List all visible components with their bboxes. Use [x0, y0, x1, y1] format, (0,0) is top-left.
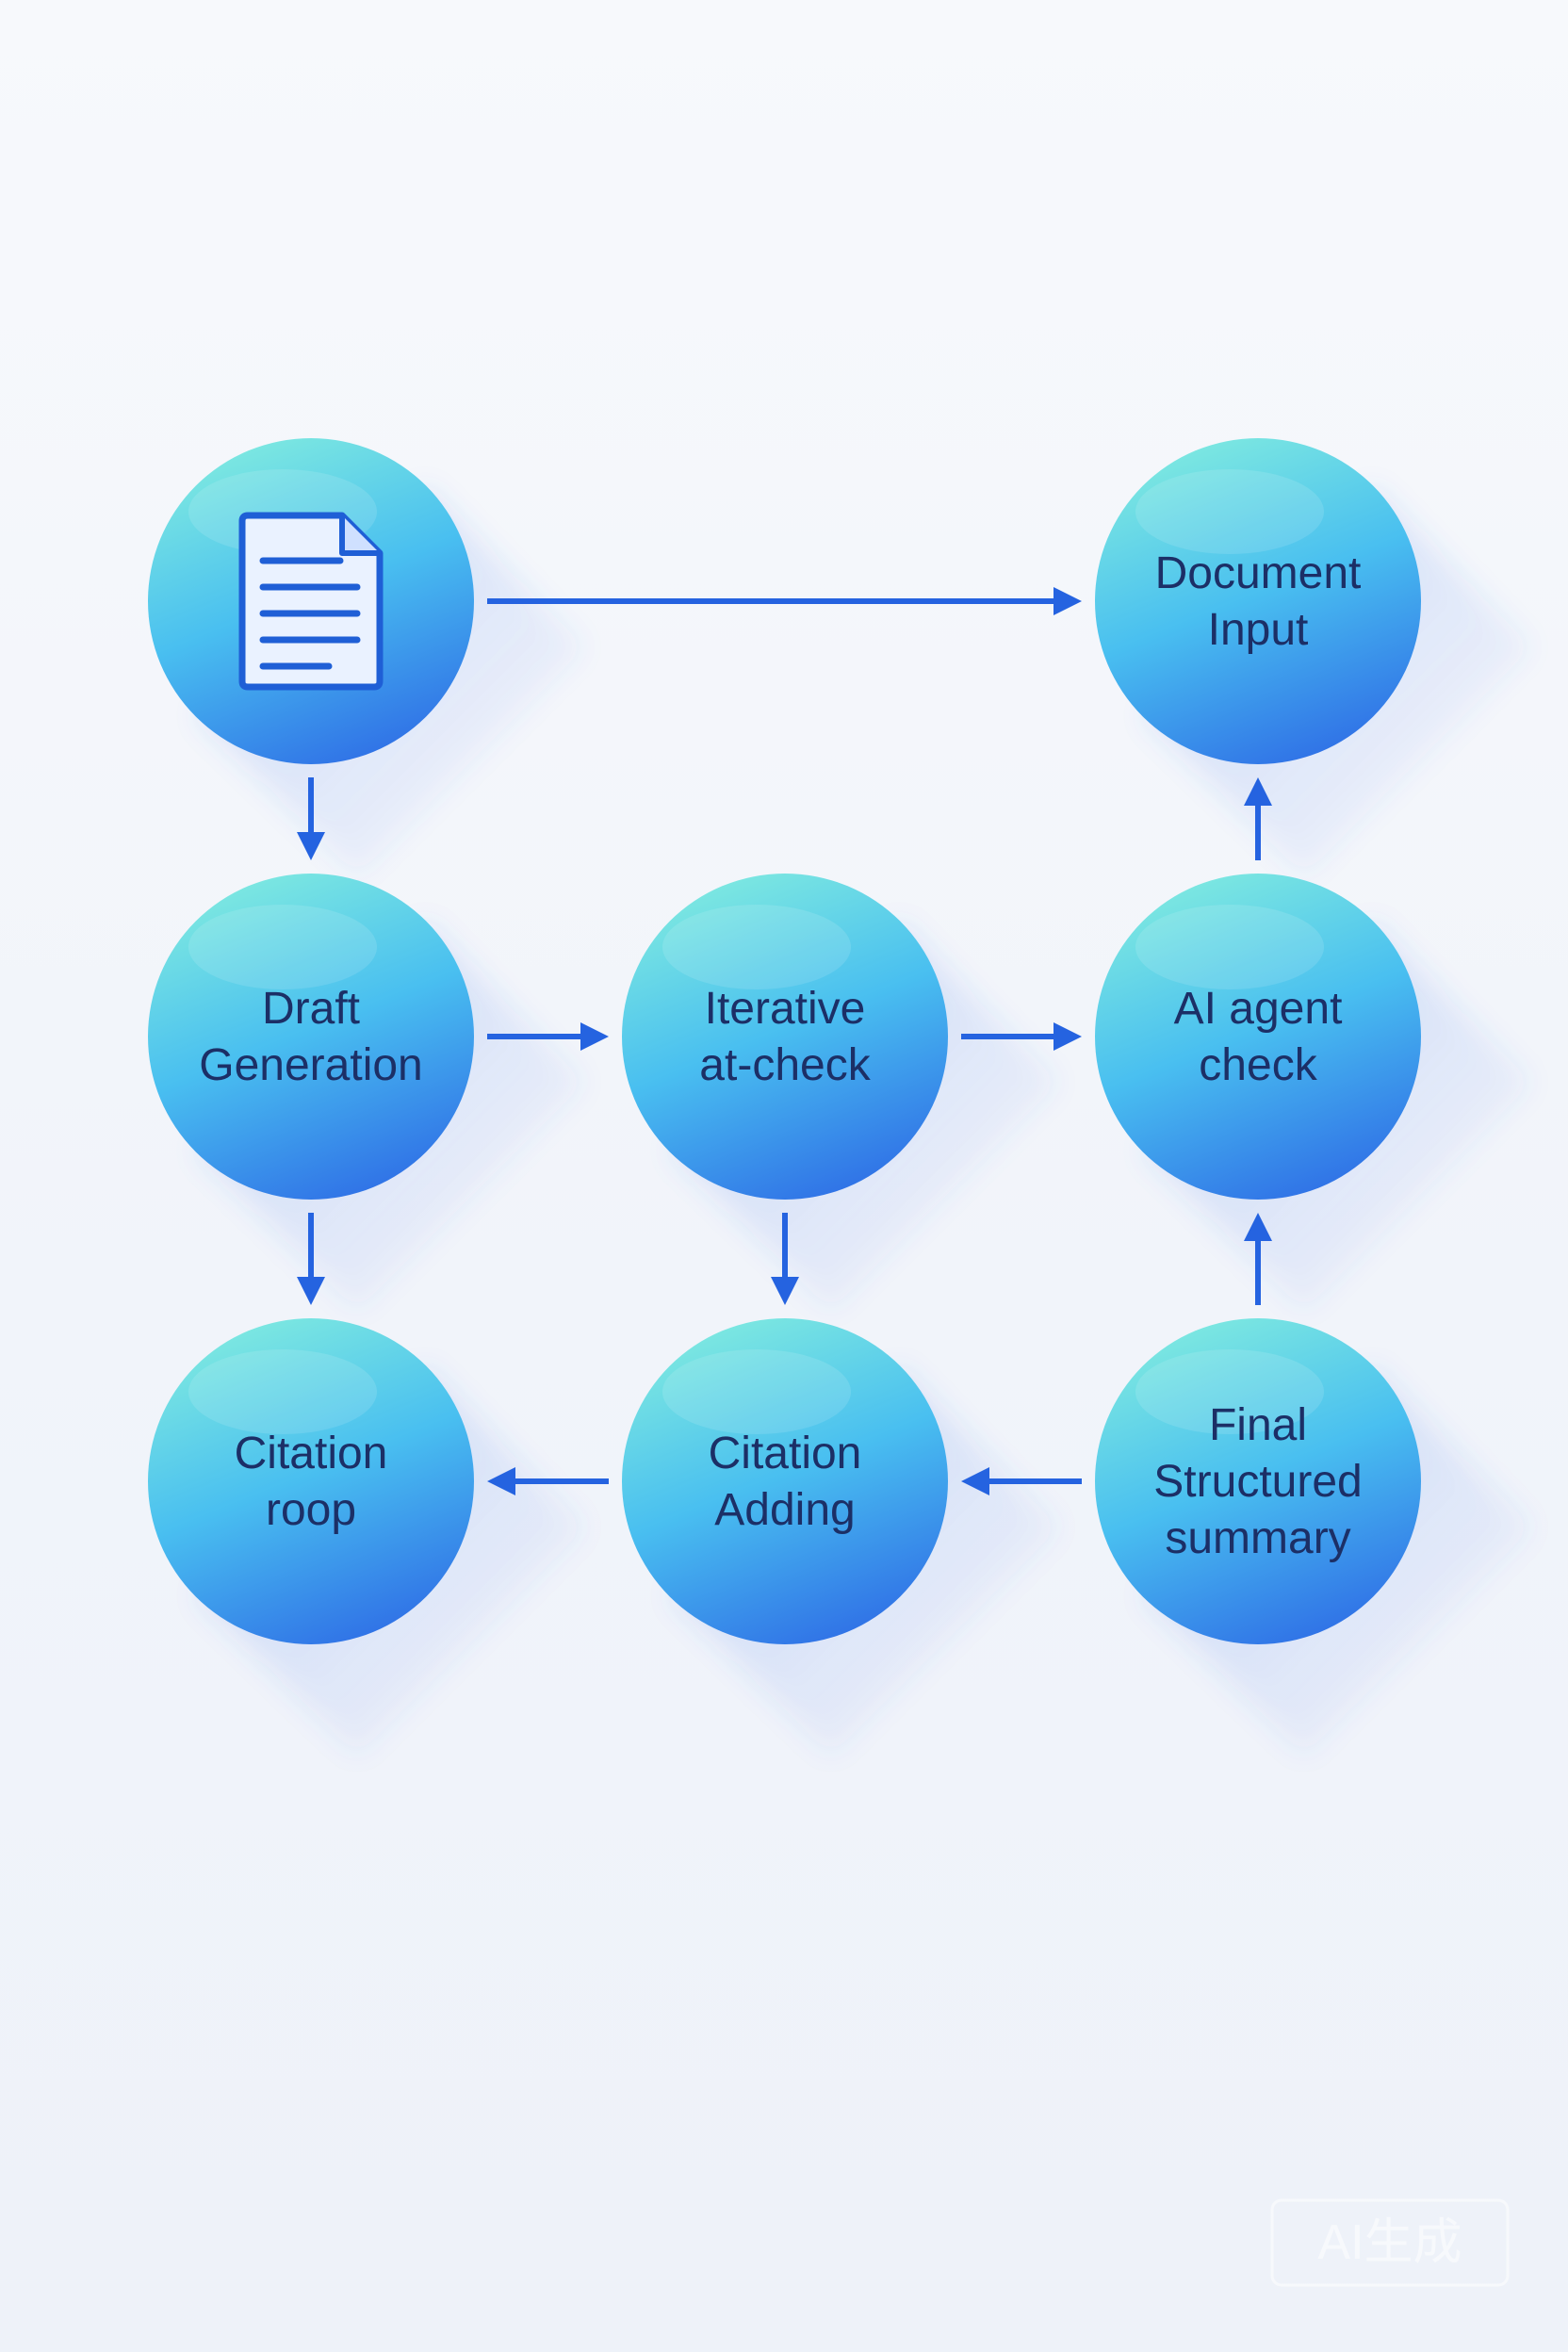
document-icon: [238, 512, 384, 691]
node-label-line: Citation: [709, 1429, 862, 1478]
node-highlight: [1135, 1349, 1324, 1434]
node-highlight: [1135, 905, 1324, 989]
node-highlight: [662, 1349, 851, 1434]
node-label-line: Input: [1208, 605, 1309, 655]
flow-arrows: [297, 587, 1272, 1495]
node-circle: [1095, 874, 1421, 1200]
node-label-line: at-check: [699, 1040, 871, 1090]
node-circle: [148, 1318, 474, 1644]
node-circle: [1095, 1318, 1421, 1644]
node-label-line: Iterative: [705, 984, 866, 1034]
node-label-line: Structured: [1153, 1457, 1362, 1507]
node-highlight: [662, 905, 851, 989]
node-label-line: Draft: [262, 984, 360, 1034]
node-label-line: Final: [1209, 1400, 1307, 1450]
node-label-line: AI agent: [1174, 984, 1343, 1034]
node-circle: [148, 874, 474, 1200]
node-ai-agent-check: AI agent check: [1095, 874, 1421, 1200]
node-iterative-at-check: Iterative at-check: [622, 874, 948, 1200]
node-citation-roop: Citation roop: [148, 1318, 474, 1644]
node-highlight: [188, 1349, 377, 1434]
node-label-line: check: [1199, 1040, 1317, 1090]
watermark: AI生成: [1270, 2198, 1510, 2287]
node-highlight: [188, 905, 377, 989]
node-label-line: Generation: [199, 1040, 423, 1090]
node-label-line: Document: [1155, 548, 1362, 598]
node-circle: [1095, 438, 1421, 764]
node-document-icon-node: [148, 438, 474, 764]
watermark-text: AI生成: [1317, 2215, 1462, 2270]
node-label-line: summary: [1165, 1513, 1350, 1563]
node-label-line: Adding: [714, 1485, 855, 1535]
node-label-line: roop: [266, 1485, 356, 1535]
node-highlight: [1135, 469, 1324, 554]
node-label-line: Citation: [235, 1429, 388, 1478]
node-circle: [622, 874, 948, 1200]
node-circle: [622, 1318, 948, 1644]
